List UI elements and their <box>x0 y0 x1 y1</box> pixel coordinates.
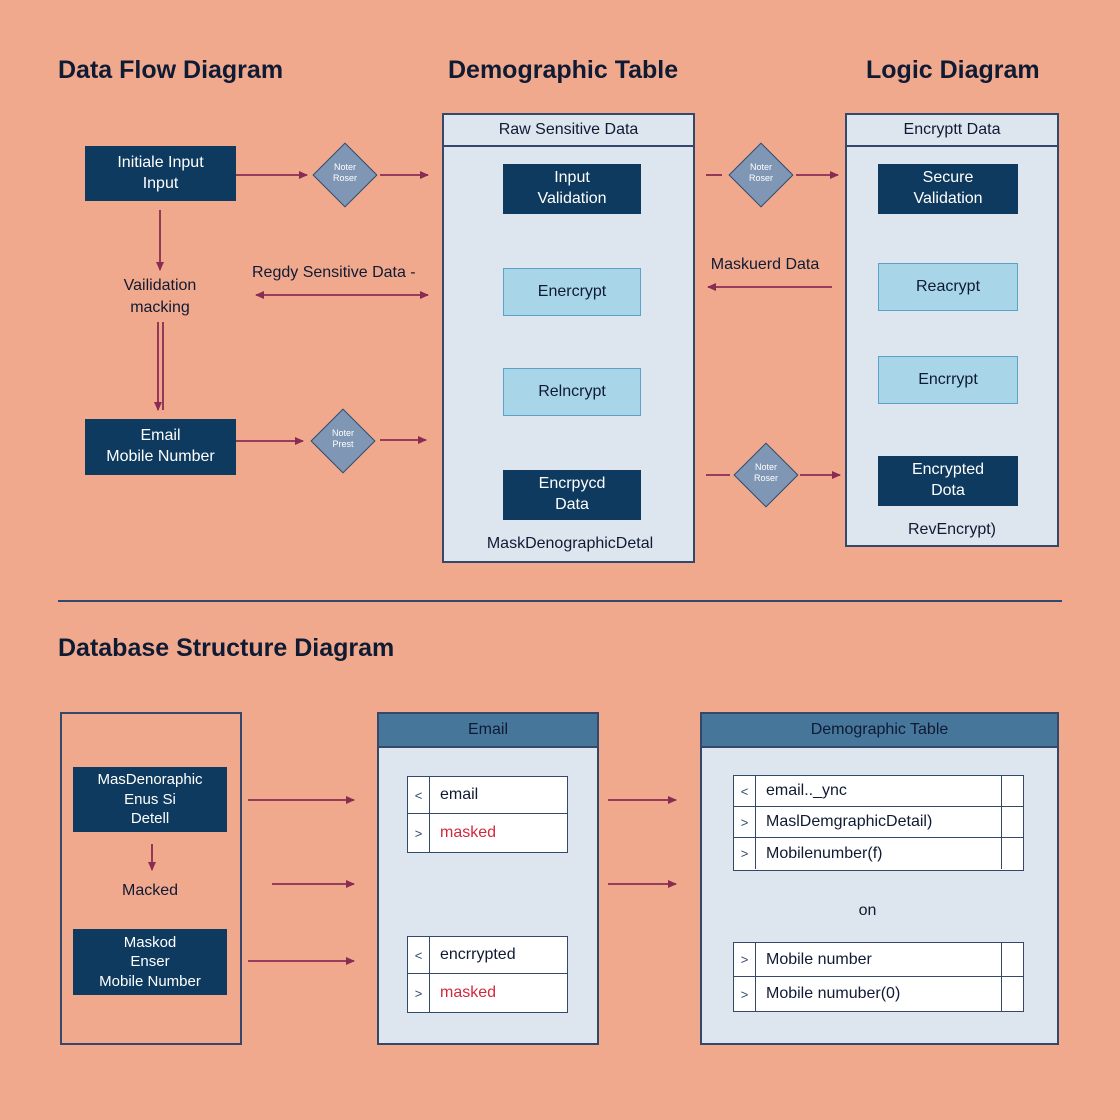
data-flow-title: Data Flow Diagram <box>58 56 284 84</box>
on-label: on <box>858 902 877 919</box>
database-title: Database Structure Diagram <box>58 634 395 662</box>
db-masked-mobile-node: Maskod Enser Mobile Number <box>73 929 227 995</box>
initial-input-node: Initiale Input Input <box>85 146 236 201</box>
logic-encrypted-data-node: Encrypted Dota <box>878 456 1018 506</box>
field-row: < email.._ync <box>734 776 1023 807</box>
diamond-2-label: Noter Prest <box>331 428 354 449</box>
field-row: > masked <box>408 814 567 852</box>
field-text: Mobilenumber(f) <box>766 844 883 862</box>
email-mobile-node: Email Mobile Number <box>85 419 236 475</box>
chevron-left-icon[interactable]: < <box>408 937 430 973</box>
chevron-right-icon[interactable]: > <box>734 807 756 837</box>
reacrypt-node: Reacrypt <box>878 263 1018 311</box>
encrypt-node: Enercrypt <box>503 268 641 316</box>
encrypted-data-node: Encrpycd Data <box>503 470 641 520</box>
field-row: > Mobilenumber(f) <box>734 838 1023 869</box>
field-row: > MaslDemgraphicDetail) <box>734 807 1023 838</box>
reencrypt-node: Relncrypt <box>503 368 641 416</box>
chevron-left-icon[interactable]: < <box>734 776 756 806</box>
demographic-footer: MaskDenographicDetal <box>486 535 654 552</box>
sensitive-data-arrow-label: Regdy Sensitive Data - <box>252 264 416 281</box>
field-row: < email <box>408 777 567 814</box>
field-text: MaslDemgraphicDetail) <box>766 813 933 830</box>
db-left-frame <box>60 712 242 1045</box>
field-text-masked: masked <box>440 824 497 841</box>
chevron-right-icon[interactable]: > <box>734 943 756 976</box>
logic-panel-header: Encryptt Data <box>847 115 1057 147</box>
field-text-masked: masked <box>440 984 497 1001</box>
logic-footer: RevEncrypt) <box>907 521 997 538</box>
field-end-cell <box>1001 776 1023 806</box>
field-text: Mobile numuber(0) <box>766 985 901 1002</box>
field-end-cell <box>1001 807 1023 837</box>
field-row: > masked <box>408 974 567 1012</box>
diamond-4-label: Noter Roser <box>753 462 778 483</box>
field-row: < encrrypted <box>408 937 567 974</box>
demo-field-group-2: > Mobile number > Mobile numuber(0) <box>733 942 1024 1012</box>
chevron-right-icon[interactable]: > <box>408 814 430 852</box>
field-end-cell <box>1001 943 1023 976</box>
db-masked-label: Macked <box>121 882 179 899</box>
field-text: email <box>440 786 479 803</box>
demographic-panel-header: Raw Sensitive Data <box>444 115 693 147</box>
email-table-header: Email <box>379 714 597 748</box>
chevron-right-icon[interactable]: > <box>734 838 756 869</box>
demographic-db-table-header: Demographic Table <box>702 714 1057 748</box>
field-text: email.._ync <box>766 782 847 799</box>
demographic-title: Demographic Table <box>448 56 679 84</box>
email-field-group-2: < encrrypted > masked <box>407 936 568 1013</box>
diamond-1-label: Noter Roser <box>332 162 357 183</box>
field-row: > Mobile numuber(0) <box>734 977 1023 1011</box>
db-mask-demographic-node: MasDenoraphic Enus Si Detell <box>73 767 227 832</box>
field-end-cell <box>1001 977 1023 1011</box>
demo-field-group-1: < email.._ync > MaslDemgraphicDetail) > … <box>733 775 1024 871</box>
chevron-right-icon[interactable]: > <box>734 977 756 1011</box>
field-text: Mobile number <box>766 950 872 968</box>
logic-title: Logic Diagram <box>866 56 1040 84</box>
chevron-right-icon[interactable]: > <box>408 974 430 1012</box>
field-end-cell <box>1001 838 1023 869</box>
masked-data-arrow-label: Maskuerd Data <box>710 256 820 273</box>
field-text: encrrypted <box>440 946 516 963</box>
encrrypt-node: Encrrypt <box>878 356 1018 404</box>
diamond-3-label: Noter Roser <box>748 162 773 183</box>
field-row: > Mobile number <box>734 943 1023 977</box>
chevron-left-icon[interactable]: < <box>408 777 430 813</box>
validation-label: Vailidation macking <box>123 277 197 316</box>
email-field-group-1: < email > masked <box>407 776 568 853</box>
secure-validation-node: Secure Validation <box>878 164 1018 214</box>
input-validation-node: Input Validation <box>503 164 641 214</box>
